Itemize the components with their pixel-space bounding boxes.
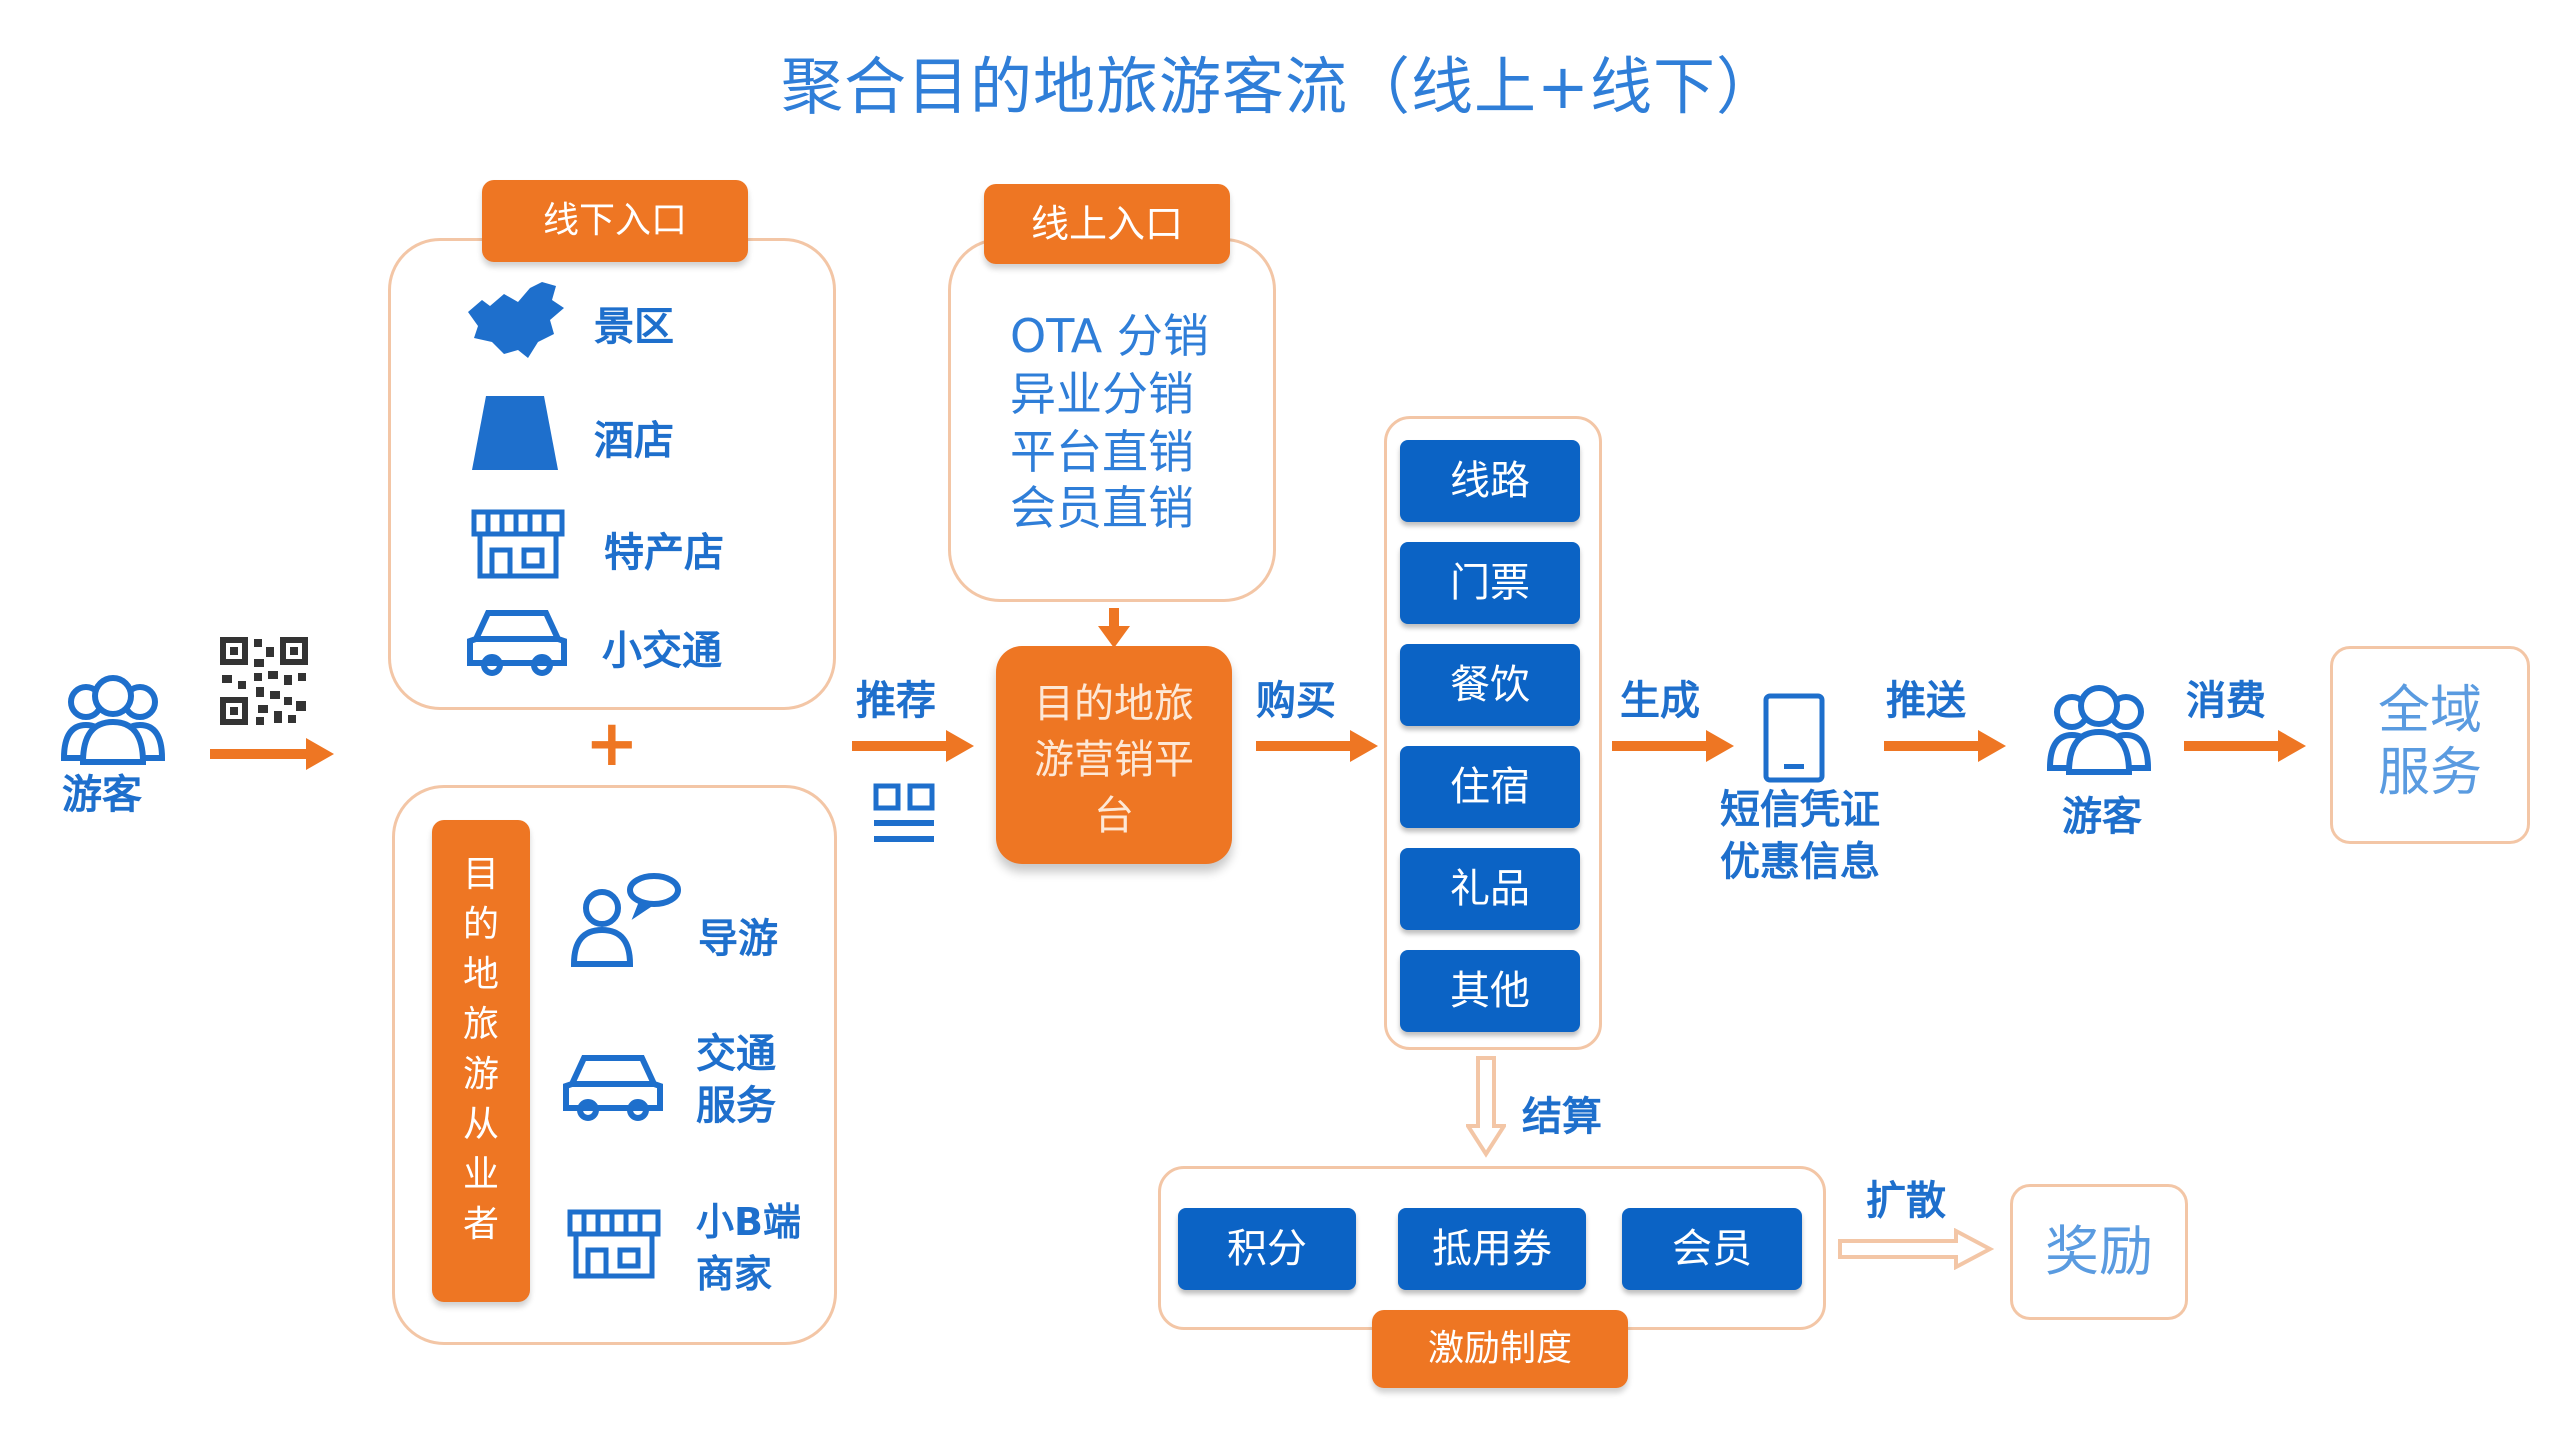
incentive-coupon: 抵用券 [1398,1208,1586,1290]
online-entry-box [948,238,1276,602]
product-ticket: 门票 [1400,542,1580,624]
hotel-icon [472,396,558,470]
online-item-cross-industry: 异业分销 [1010,367,1194,421]
practitioner-item-guide: 导游 [698,916,778,962]
arrow-spread [1838,1228,1994,1270]
generate-label: 生成 [1620,678,1700,724]
arrow-generate [1612,730,1734,762]
practitioner-item-transport: 交通服务 [696,1031,776,1129]
spread-label: 扩散 [1866,1178,1946,1224]
qr-code-icon [218,635,310,727]
phone-icon [1763,693,1825,783]
incentive-points: 积分 [1178,1208,1356,1290]
guide-icon [570,873,681,967]
car-icon [467,610,567,676]
incentive-member: 会员 [1622,1208,1802,1290]
incentive-system-tag: 激励制度 [1372,1310,1628,1388]
practitioner-item-merchant: 小B端商家 [696,1200,801,1296]
sms-voucher-label: 短信凭证优惠信息 [1720,787,1880,885]
app-icon [873,783,935,842]
product-route: 线路 [1400,440,1580,522]
product-dining: 餐饮 [1400,644,1580,726]
offline-item-local-transport: 小交通 [602,628,722,674]
shop-icon [471,509,565,579]
tourist-right-label: 游客 [2062,794,2142,840]
online-item-platform-direct: 平台直销 [1010,425,1194,479]
tourists-right-icon [2046,685,2152,775]
offline-item-scenic: 景区 [594,304,674,350]
push-label: 推送 [1886,678,1966,724]
buy-label: 购买 [1256,678,1336,724]
reward-label: 奖励 [2045,1220,2153,1283]
arrow-online-to-platform [1098,608,1130,648]
page-title: 聚合目的地旅游客流（线上+线下） [781,50,1779,123]
arrow-push [1884,730,2006,762]
offline-entry-tag: 线下入口 [482,180,748,262]
product-gift: 礼品 [1400,848,1580,930]
china-map-icon [468,282,564,358]
merchant-shop-icon [567,1209,661,1279]
plus-sign: + [585,707,639,781]
arrow-tourist-to-entries [210,738,334,770]
arrow-consume [2184,730,2306,762]
global-service-label: 全域服务 [2377,681,2482,803]
online-entry-tag: 线上入口 [984,184,1230,264]
offline-item-specialty-store: 特产店 [604,530,724,576]
transport-service-icon [563,1055,663,1121]
recommend-label: 推荐 [856,678,936,724]
marketing-platform: 目的地旅游营销平台 [996,646,1232,864]
offline-item-hotel: 酒店 [594,418,674,464]
arrow-buy [1256,730,1378,762]
online-item-member-direct: 会员直销 [1010,481,1194,535]
product-other: 其他 [1400,950,1580,1032]
product-lodging: 住宿 [1400,746,1580,828]
tourists-icon [60,675,166,765]
settle-label: 结算 [1522,1094,1602,1140]
consume-label: 消费 [2186,678,2266,724]
arrow-settle [1466,1056,1506,1158]
practitioner-tag: 目的地旅游从业者 [432,820,530,1302]
tourist-left-label: 游客 [62,772,142,818]
reward-box [2010,1184,2188,1320]
arrow-recommend [852,730,974,762]
online-item-ota: OTA 分销 [1010,309,1209,363]
global-service-box [2330,646,2530,844]
